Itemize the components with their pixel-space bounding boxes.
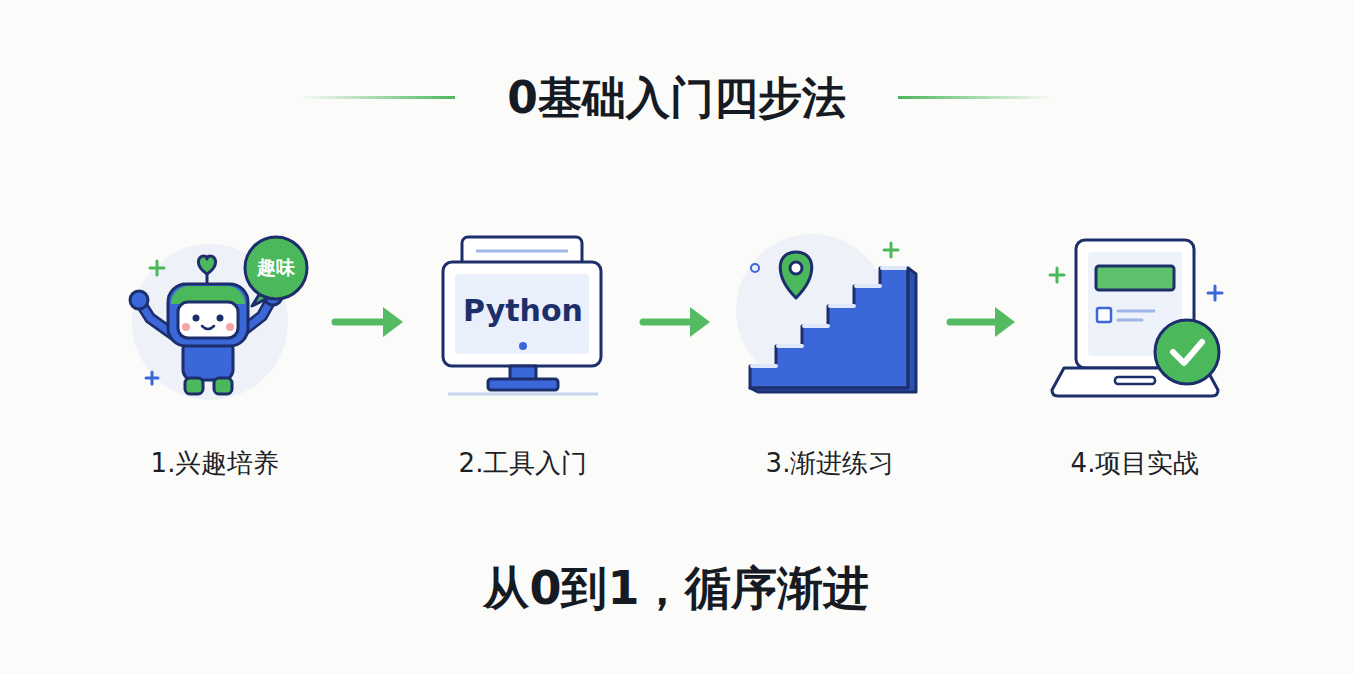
robot-head [168, 284, 248, 346]
check-mark [1173, 342, 1202, 363]
step-node: 2.工具入门 [403, 225, 643, 487]
title-rule [898, 96, 1053, 99]
diagram-title: 0基础入门四步法 [0, 68, 1353, 128]
arrow-head [383, 307, 403, 337]
pin-hole [790, 262, 802, 274]
dot-mark [751, 264, 759, 272]
monitor-frame [443, 262, 601, 366]
monitor-base [488, 379, 558, 390]
arrow-shaft [335, 319, 387, 326]
robot-eye [193, 315, 200, 322]
plus-mark [1208, 286, 1222, 300]
step-label: 3.渐进练习 [710, 447, 950, 479]
arrow-shaft [643, 319, 694, 326]
diagram-caption: 从0到1，循序渐进 [0, 558, 1353, 618]
screen-bar [1096, 266, 1174, 290]
step-node: 3.渐进练习 [710, 225, 950, 487]
robot-smile [202, 326, 214, 329]
robot-hand [130, 291, 148, 309]
robot-cheek [182, 323, 190, 331]
location-pin [780, 252, 812, 298]
robot-face [178, 302, 238, 338]
power-dot [519, 342, 527, 350]
robot-leg [214, 378, 232, 394]
speech-bubble [245, 237, 307, 299]
plus-mark [150, 261, 164, 275]
robot-cheek [226, 323, 234, 331]
monitor-icon [443, 237, 601, 394]
stair-side [750, 268, 916, 392]
step-label: 1.兴趣培养 [95, 447, 335, 479]
robot-icon [130, 237, 307, 400]
arrow-head [690, 307, 710, 337]
plus-mark [1050, 268, 1064, 282]
laptop-slot [1115, 377, 1155, 384]
flow-arrow [335, 307, 403, 337]
monitor-screen [455, 274, 589, 354]
laptop-icon [1050, 240, 1222, 396]
window-line [476, 250, 568, 253]
step-label: 2.工具入门 [403, 447, 643, 479]
flow-arrow [643, 307, 710, 337]
plus-mark [884, 243, 898, 257]
stairs-icon [736, 234, 916, 392]
flow-arrow [950, 307, 1015, 337]
step-node: 4.项目实战 [1015, 225, 1255, 487]
desk-line [448, 393, 598, 396]
check-badge [1155, 320, 1219, 384]
step-node: 1.兴趣培养 [95, 225, 335, 487]
arrow-shaft [950, 319, 999, 326]
stair-tread [752, 268, 906, 366]
heart [198, 256, 215, 274]
robot-leg [185, 378, 203, 394]
icon-text: Python [463, 293, 583, 328]
screen-line [1118, 311, 1154, 320]
title-rule [300, 96, 455, 99]
step-label: 4.项目实战 [1015, 447, 1255, 479]
staircase [750, 268, 908, 388]
robot-eye [217, 315, 224, 322]
icon-text: 趣味 [257, 255, 295, 281]
plus-mark [146, 372, 158, 384]
screen-box [1097, 308, 1111, 322]
arrow-head [995, 307, 1015, 337]
